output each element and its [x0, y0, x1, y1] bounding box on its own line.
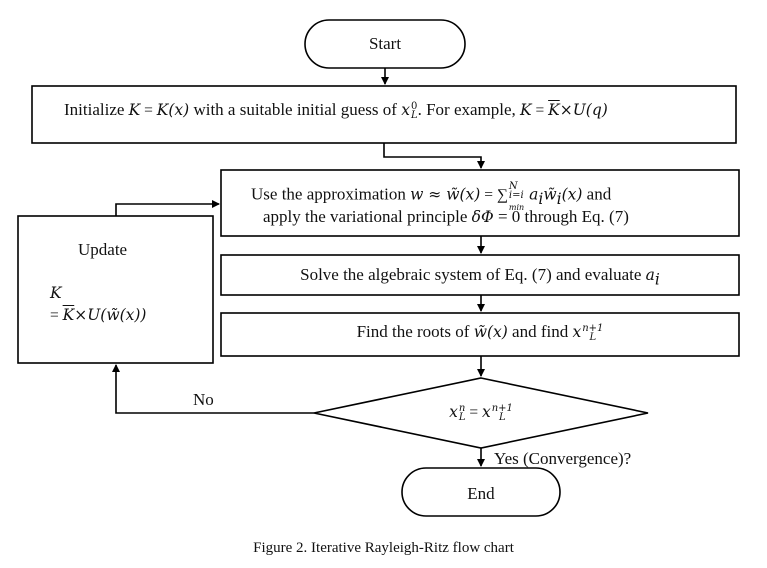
approx-term2: w̃: [543, 185, 557, 204]
start-label: Start: [368, 34, 402, 53]
init-eq2-rhs: ×U(q): [559, 101, 608, 119]
decision-rhs-var: x: [481, 403, 491, 421]
approx-line1-suffix: and: [582, 184, 612, 204]
no-label: No: [193, 390, 214, 409]
approx-sum-sub-main: i=i: [508, 190, 524, 201]
roots-box: [220, 312, 740, 357]
init-prefix: Initialize: [64, 100, 129, 119]
end-label: End: [467, 484, 495, 503]
approx-line1-eq: =: [480, 186, 497, 204]
update-line2-kbar: K: [62, 306, 75, 324]
approx-term3: (x): [561, 185, 583, 204]
init-eq1-eq: =: [140, 102, 157, 119]
init-eq2-eq: =: [531, 102, 549, 119]
init-x-sub: L: [410, 110, 418, 122]
decision-rhs-sub: L: [498, 412, 506, 424]
end-terminator: [401, 467, 561, 517]
approx-term2-sub: i: [556, 189, 562, 208]
update-line2-rest: ×U(w̃(x)): [74, 306, 147, 324]
approx-sum-sub2: min: [508, 203, 525, 212]
update-line2-eq: =: [50, 307, 63, 324]
arrow-init-to-approx: [383, 143, 485, 169]
roots-math: w̃(x): [473, 323, 508, 341]
roots-middle: and find: [507, 322, 573, 341]
init-text: Initialize K = K(x) with a suitable init…: [64, 100, 608, 121]
figure-caption: Figure 2. Iterative Rayleigh-Ritz flow c…: [253, 540, 514, 556]
update-title: Update: [78, 240, 128, 259]
roots-var-sub: L: [589, 332, 597, 344]
approx-term-sub: i: [538, 189, 544, 208]
arrow-update-to-approx: [115, 200, 220, 216]
decision-eq: =: [465, 404, 482, 421]
approx-line1-prefix: Use the approximation: [251, 184, 411, 204]
init-box: [31, 85, 737, 144]
update-line1: K: [50, 284, 62, 302]
roots-var-sup: n+1: [582, 323, 604, 335]
init-x-sup: 0: [410, 101, 418, 113]
approx-sum-sub: i=i min: [508, 190, 525, 212]
update-box: [17, 215, 214, 364]
init-middle: with a suitable initial guess of: [189, 100, 402, 119]
decision-lhs-sub: L: [458, 412, 466, 424]
approx-line2-prefix: apply the variational principle: [263, 207, 472, 226]
yes-label: Yes (Convergence)?: [494, 449, 632, 468]
solve-text-main: Solve the algebraic system of Eq. (7) an…: [300, 265, 646, 284]
decision-lhs-sup: n: [458, 403, 466, 415]
update-line2: = K×U(w̃(x)): [50, 305, 146, 326]
approx-line2-suffix: = 0 through Eq. (7): [493, 207, 629, 226]
init-eq1-lhs: K: [128, 101, 141, 119]
solve-text: Solve the algebraic system of Eq. (7) an…: [221, 265, 739, 289]
arrow-no-to-update: [112, 364, 314, 414]
solve-box: [220, 254, 740, 296]
init-eq2-kbar: K: [548, 101, 560, 119]
approx-line2: apply the variational principle δΦ = 0 t…: [263, 207, 629, 227]
approx-box: [220, 169, 740, 237]
solve-var-sub: i: [654, 270, 660, 289]
approx-line1-math: w ≈ w̃(x): [410, 185, 481, 204]
init-eq2-lhs: K: [520, 101, 532, 119]
roots-var: x: [572, 323, 582, 341]
solve-var: a: [645, 266, 655, 284]
approx-sum-symbol: ∑: [496, 186, 508, 204]
init-x-var: x: [401, 101, 410, 119]
approx-line2-math: δΦ: [471, 208, 494, 226]
decision-lhs-var: x: [449, 403, 458, 421]
approx-sum-sup: N: [508, 181, 518, 192]
roots-prefix: Find the roots of: [356, 322, 474, 341]
init-eq1-rhs: K(x): [156, 101, 190, 119]
init-example: . For example,: [417, 100, 521, 119]
approx-term: a: [524, 185, 539, 204]
decision-rhs-sup: n+1: [491, 403, 513, 415]
